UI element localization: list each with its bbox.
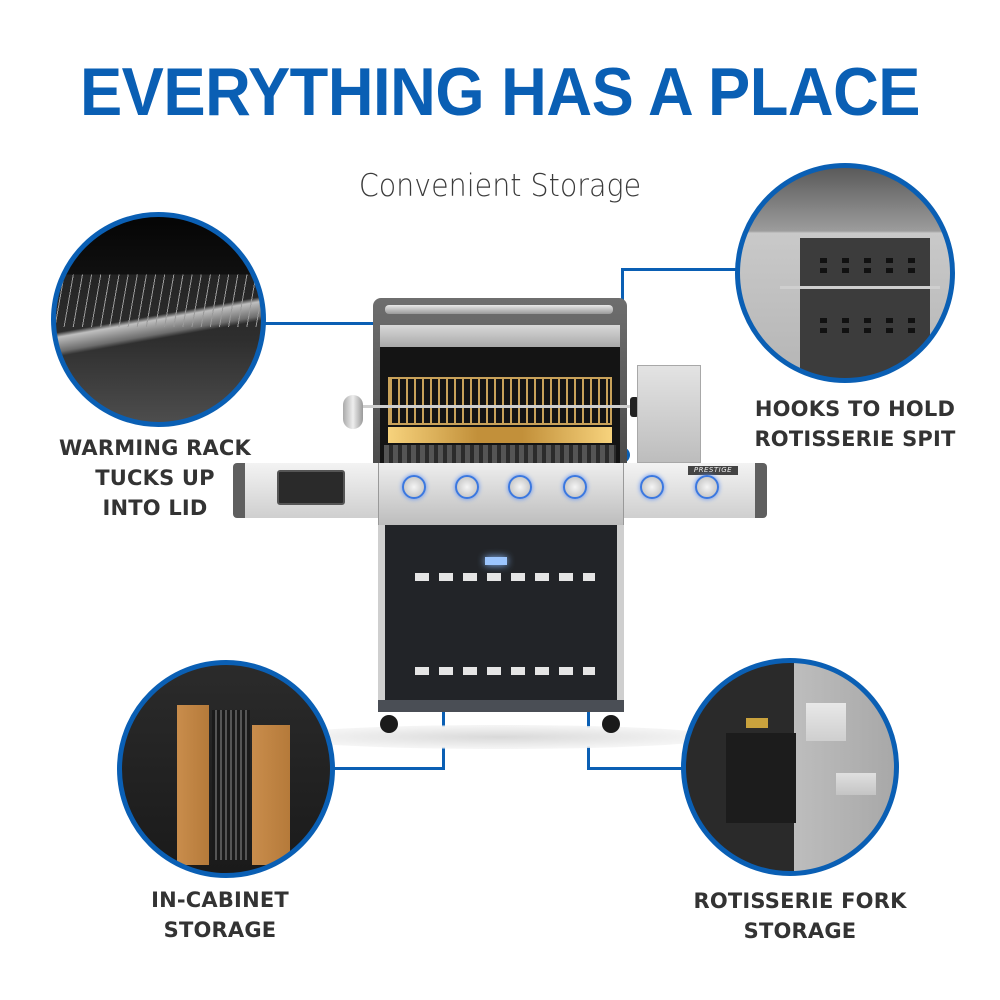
infrared-burner-glow — [388, 427, 612, 443]
side-burner-knob-2[interactable] — [695, 475, 719, 499]
page-subtitle: Convenient Storage — [358, 168, 642, 204]
rotisserie-spit — [355, 405, 635, 408]
connector-line-in-cabinet — [330, 767, 445, 770]
cabinet-base — [378, 700, 624, 712]
grill-product-image: PRESTIGE — [230, 295, 770, 755]
burner-knob-3[interactable] — [508, 475, 532, 499]
cabinet-light — [485, 557, 507, 565]
connector-line-warming-rack — [262, 322, 424, 325]
cabinet-vents-bottom — [415, 667, 595, 675]
callout-label-line: ROTISSERIE SPIT — [754, 427, 956, 451]
floor-shadow — [280, 725, 720, 749]
callout-label-line: ROTISSERIE FORK — [693, 889, 907, 913]
side-burner-lid — [637, 365, 701, 463]
page-title: EVERYTHING HAS A PLACE — [79, 54, 921, 130]
callout-label-line: HOOKS TO HOLD — [754, 397, 956, 421]
connector-line-spit-hooks — [621, 268, 739, 271]
rotisserie-motor — [343, 395, 363, 429]
burner-knob-2[interactable] — [455, 475, 479, 499]
callout-label-warming-rack: WARMING RACK TUCKS UP INTO LID — [20, 433, 290, 523]
callout-image-fork-storage — [681, 658, 899, 876]
callout-label-line: TUCKS UP — [95, 466, 215, 490]
callout-image-warming-rack — [51, 212, 266, 427]
warming-rack — [388, 377, 612, 425]
callout-image-spit-hooks — [735, 163, 955, 383]
callout-label-spit-hooks: HOOKS TO HOLD ROTISSERIE SPIT — [710, 394, 1000, 454]
lid-inner-panel — [380, 325, 620, 347]
lid-handle — [385, 305, 613, 314]
callout-label-fork-storage: ROTISSERIE FORK STORAGE — [660, 886, 940, 946]
burner-knob-4[interactable] — [563, 475, 587, 499]
rotisserie-knob — [630, 397, 639, 417]
callout-label-line: INTO LID — [102, 496, 208, 520]
brand-badge: PRESTIGE — [688, 466, 738, 475]
caster-wheel-right — [602, 715, 620, 733]
caster-wheel-left — [380, 715, 398, 733]
logo-display-panel — [277, 470, 345, 505]
callout-label-line: STORAGE — [743, 919, 857, 943]
burner-knob-1[interactable] — [402, 475, 426, 499]
cabinet-frame — [378, 525, 624, 710]
grill-grates — [384, 445, 616, 463]
side-burner-knob-1[interactable] — [640, 475, 664, 499]
connector-line-fork-storage — [587, 767, 697, 770]
cabinet-vents-top — [415, 573, 595, 581]
callout-image-in-cabinet — [117, 660, 335, 878]
callout-label-line: IN-CABINET — [151, 888, 289, 912]
callout-label-in-cabinet: IN-CABINET STORAGE — [100, 885, 340, 945]
callout-label-line: WARMING RACK — [59, 436, 251, 460]
callout-label-line: STORAGE — [163, 918, 277, 942]
